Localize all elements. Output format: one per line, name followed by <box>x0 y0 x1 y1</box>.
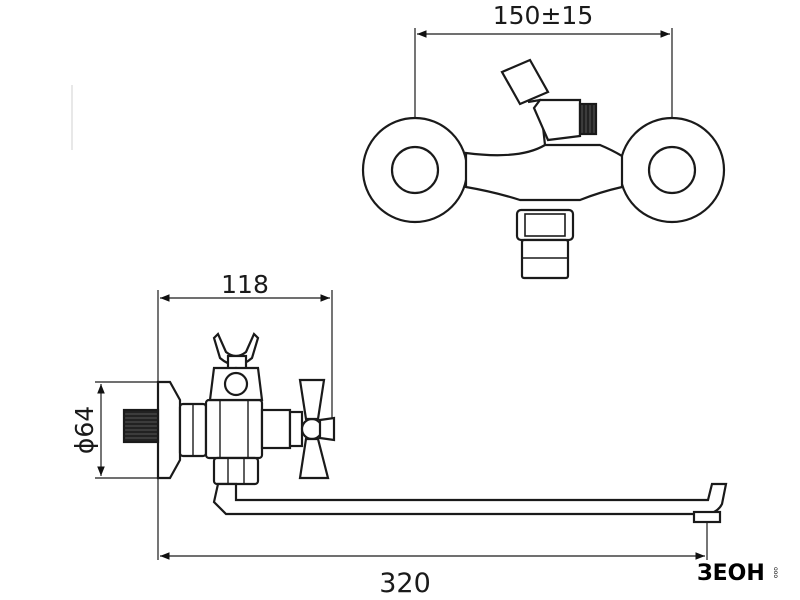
width-dimension-label: 150±15 <box>493 1 593 30</box>
diverter-cap <box>223 371 249 397</box>
mixer-body-top <box>464 143 624 202</box>
logo-text: ЗЕОН <box>697 561 765 586</box>
handle-arm-front <box>318 416 336 442</box>
diameter-dimension-label: ϕ64 <box>70 406 99 454</box>
valve-collar <box>288 410 304 448</box>
bottom-nut-inner <box>524 213 566 237</box>
handle-arm-top <box>298 378 326 421</box>
spout-socket-top <box>520 238 570 280</box>
left-inlet <box>390 145 440 195</box>
spout-nut <box>212 456 260 486</box>
side-view <box>95 290 728 560</box>
shower-outlet-thread <box>578 102 598 136</box>
valve-stem <box>260 408 292 450</box>
depth-dimension-label: 118 <box>221 270 269 299</box>
wall-flange <box>156 380 182 480</box>
inlet-thread <box>122 408 160 444</box>
left-wall-flange <box>361 116 469 224</box>
right-inlet <box>647 145 697 195</box>
right-wall-flange <box>618 116 726 224</box>
long-spout <box>212 482 728 516</box>
zeon-logo: ЗЕОН ооо <box>697 561 779 586</box>
handle-arm-bottom <box>298 437 330 480</box>
logo-sub: ооо <box>772 567 779 578</box>
aerator <box>692 510 722 524</box>
mixer-body-side <box>204 398 264 460</box>
top-view <box>71 28 726 280</box>
diverter-body <box>532 98 582 142</box>
shower-holder-top <box>500 58 550 106</box>
length-dimension-label: 320 <box>379 568 431 599</box>
